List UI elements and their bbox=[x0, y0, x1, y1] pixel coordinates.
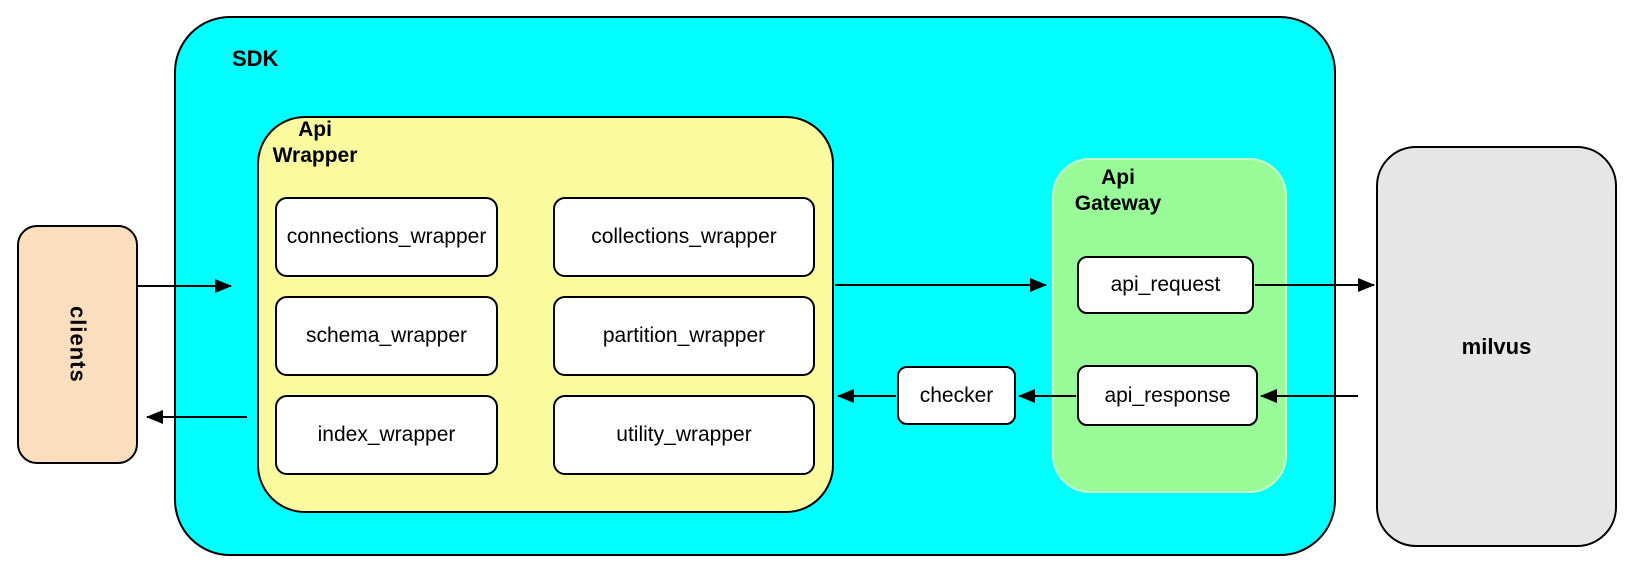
sdk-label: SDK bbox=[232, 46, 279, 71]
milvus-node: milvus bbox=[1376, 146, 1617, 547]
utility-wrapper-node: utility_wrapper bbox=[553, 395, 815, 475]
connections-wrapper-node: connections_wrapper bbox=[275, 197, 498, 277]
api-gateway-container bbox=[1052, 158, 1287, 493]
api-wrapper-label: Api Wrapper bbox=[272, 118, 358, 168]
clients-label: clients bbox=[65, 306, 91, 383]
milvus-label: milvus bbox=[1461, 333, 1532, 359]
api-request-node: api_request bbox=[1077, 256, 1254, 314]
api-gateway-label: Api Gateway bbox=[1074, 166, 1162, 216]
checker-node: checker bbox=[897, 366, 1016, 425]
partition-wrapper-node: partition_wrapper bbox=[553, 296, 815, 376]
api-response-node: api_response bbox=[1077, 365, 1258, 426]
collections-wrapper-node: collections_wrapper bbox=[553, 197, 815, 277]
clients-node: clients bbox=[17, 225, 138, 464]
schema-wrapper-node: schema_wrapper bbox=[275, 296, 498, 376]
index-wrapper-node: index_wrapper bbox=[275, 395, 498, 475]
